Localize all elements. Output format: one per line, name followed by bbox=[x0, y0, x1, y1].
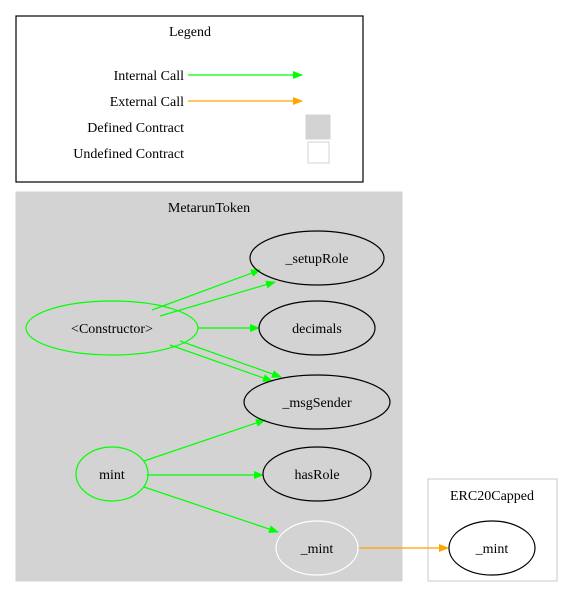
edge-mint-msgsender bbox=[143, 419, 266, 462]
node-mint-internal: _mint bbox=[275, 520, 359, 576]
edges bbox=[143, 269, 449, 552]
cluster-erc20capped: ERC20Capped bbox=[427, 478, 558, 582]
legend-box bbox=[15, 15, 364, 183]
legend-defined-contract-swatch bbox=[305, 114, 331, 140]
legend-external-call-label: External Call bbox=[110, 95, 184, 110]
node-msgsender-label: _msgSender bbox=[281, 396, 352, 411]
node-mint-label: mint bbox=[99, 468, 125, 483]
cluster-metarun-token-box bbox=[15, 191, 403, 582]
node-setuprole-label: _setupRole bbox=[285, 252, 349, 267]
legend: Legend Internal Call External Call Defin… bbox=[15, 15, 364, 183]
edge-constructor-setuprole-2 bbox=[159, 280, 276, 317]
cluster-metarun-token: MetarunToken bbox=[15, 191, 403, 582]
node-erc20capped-mint-label: _mint bbox=[475, 542, 509, 557]
legend-title: Legend bbox=[169, 25, 211, 40]
node-mint-internal-label: _mint bbox=[300, 542, 334, 557]
node-decimals: decimals bbox=[258, 300, 376, 356]
legend-internal-call-label: Internal Call bbox=[114, 69, 184, 84]
edge-mint-mint-internal bbox=[143, 486, 279, 533]
cluster-metarun-token-label: MetarunToken bbox=[168, 201, 250, 216]
node-decimals-label: decimals bbox=[292, 322, 342, 337]
cluster-erc20capped-box bbox=[427, 478, 558, 582]
legend-defined-contract-label: Defined Contract bbox=[87, 121, 184, 136]
node-msgsender: _msgSender bbox=[243, 374, 391, 430]
node-erc20capped-mint: _mint bbox=[448, 520, 536, 576]
legend-undefined-contract-swatch bbox=[307, 141, 330, 164]
cluster-erc20capped-label: ERC20Capped bbox=[450, 489, 534, 504]
node-setuprole: _setupRole bbox=[249, 230, 385, 286]
node-constructor-label: <Constructor> bbox=[71, 322, 153, 337]
edge-constructor-msgsender-1 bbox=[169, 344, 273, 382]
node-hasrole: hasRole bbox=[262, 446, 372, 502]
legend-undefined-contract-label: Undefined Contract bbox=[73, 147, 184, 162]
edge-constructor-msgsender-2 bbox=[179, 340, 282, 378]
node-hasrole-label: hasRole bbox=[294, 468, 339, 483]
node-constructor: <Constructor> bbox=[25, 300, 199, 356]
edge-constructor-setuprole-1 bbox=[151, 269, 261, 311]
nodes: <Constructor> _setupRole decimals _msgSe… bbox=[25, 230, 536, 576]
node-mint: mint bbox=[75, 446, 149, 502]
